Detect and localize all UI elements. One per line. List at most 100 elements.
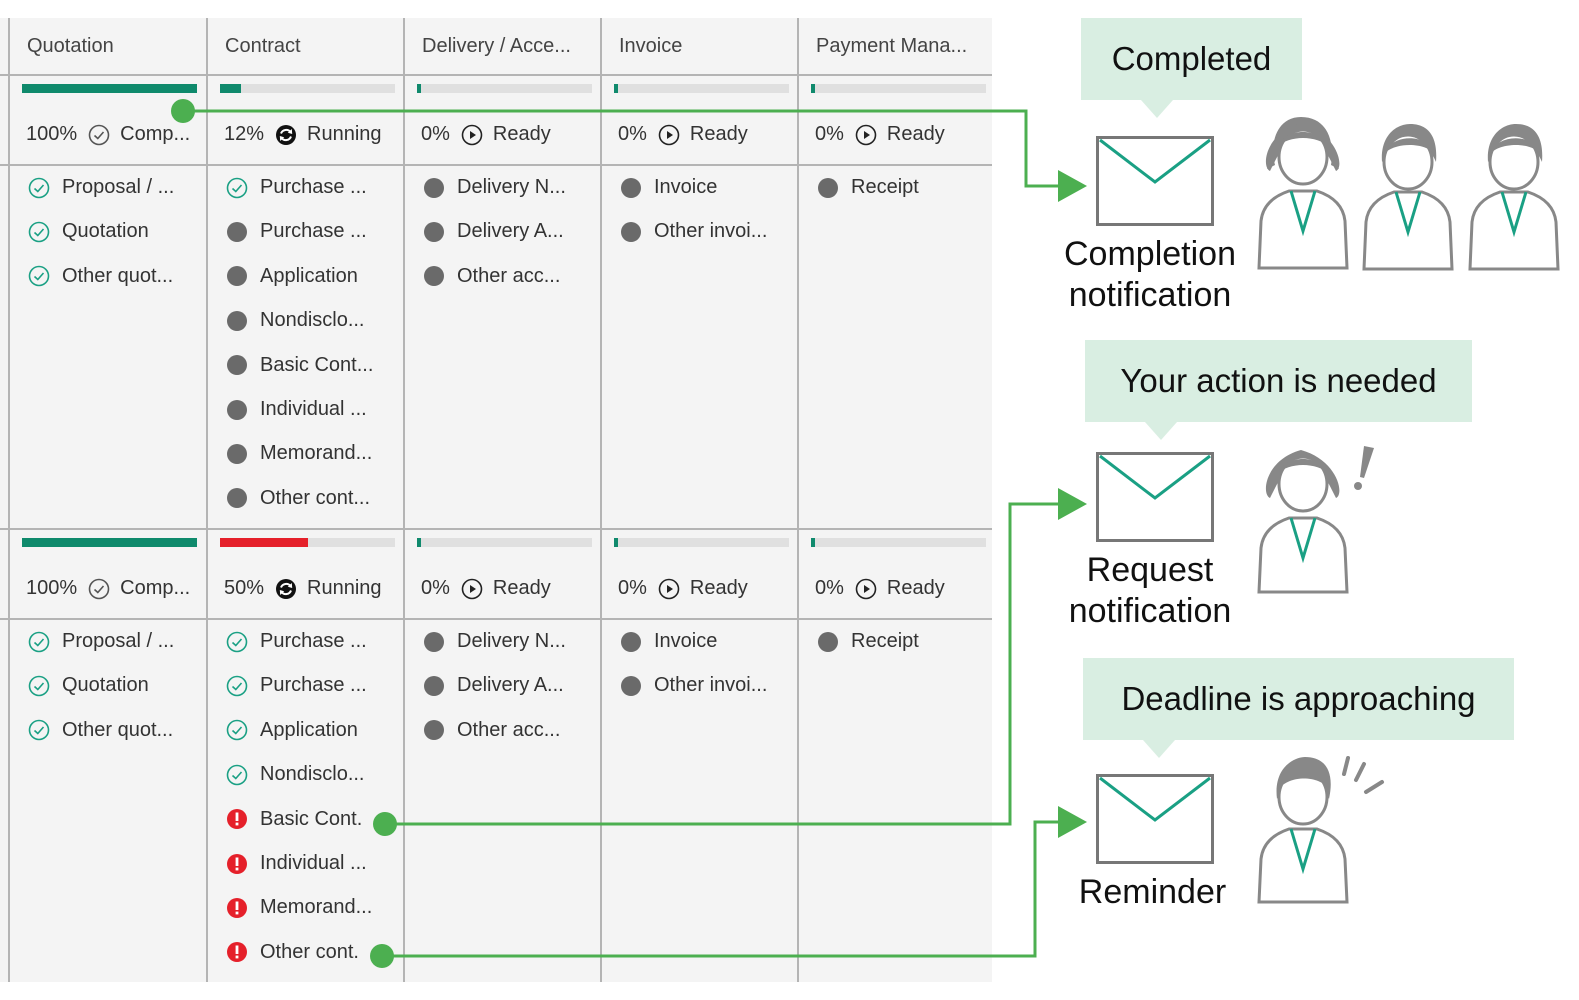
document-item[interactable]: Basic Cont.: [226, 808, 362, 831]
document-item[interactable]: Purchase ...: [226, 630, 367, 653]
progress-bar-fill: [614, 538, 618, 547]
stage-status[interactable]: 50%Running: [224, 577, 382, 600]
stage-percent: 100%: [26, 577, 78, 599]
stage-percent: 0%: [815, 123, 844, 145]
document-item[interactable]: Nondisclo...: [226, 309, 365, 332]
document-label: Purchase ...: [260, 176, 367, 198]
stage-percent: 0%: [421, 577, 450, 599]
document-item[interactable]: Other cont.: [226, 941, 359, 964]
document-item[interactable]: Other acc...: [423, 719, 560, 742]
done-check-icon: [28, 631, 50, 653]
document-item[interactable]: Quotation: [28, 220, 149, 243]
column-header[interactable]: Quotation: [27, 35, 114, 57]
stage-status-label: Ready: [886, 123, 945, 145]
document-item[interactable]: Invoice: [620, 630, 717, 653]
column-header[interactable]: Delivery / Acce...: [422, 35, 571, 57]
progress-bar: [614, 84, 789, 93]
play-circle-icon: [855, 578, 877, 600]
alert-icon: [226, 941, 248, 963]
progress-bar-fill: [811, 84, 815, 93]
document-item[interactable]: Receipt: [817, 630, 919, 653]
document-label: Delivery A...: [457, 674, 564, 697]
pending-dot-icon: [226, 487, 248, 509]
arrow-head: [1058, 806, 1087, 838]
running-icon: [275, 124, 297, 146]
column-divider: [797, 18, 799, 982]
document-item[interactable]: Basic Cont...: [226, 354, 373, 377]
alert-lines-icon: [1340, 754, 1388, 807]
document-label: Nondisclo...: [260, 763, 365, 786]
document-item[interactable]: Memorand...: [226, 896, 372, 919]
document-item[interactable]: Individual ...: [226, 398, 367, 421]
document-label: Proposal / ...: [62, 630, 175, 652]
document-item[interactable]: Invoice: [620, 176, 717, 199]
stage-status[interactable]: 0% Ready: [421, 577, 551, 600]
document-item[interactable]: Purchase ...: [226, 176, 367, 199]
document-item[interactable]: Proposal / ...: [28, 176, 174, 199]
reminder-caption: Reminder: [1078, 873, 1227, 911]
stage-percent: 0%: [618, 123, 647, 145]
progress-bar-fill: [811, 538, 815, 547]
envelope-icon: [1096, 136, 1214, 231]
pending-dot-icon: [423, 177, 445, 199]
document-label: Individual ...: [260, 852, 367, 874]
pending-dot-icon: [226, 310, 248, 332]
column-header[interactable]: Invoice: [619, 35, 683, 57]
document-item[interactable]: Delivery N...: [423, 630, 566, 653]
stage-status[interactable]: 0%Ready: [618, 577, 748, 600]
pending-dot-icon: [226, 399, 248, 421]
document-label: Other cont...: [260, 486, 371, 509]
done-check-icon: [226, 764, 248, 786]
stage-status[interactable]: 100%Comp...: [26, 577, 190, 600]
play-circle-icon: [855, 124, 877, 146]
document-item[interactable]: Nondisclo...: [226, 763, 365, 786]
document-item[interactable]: Delivery A...: [423, 220, 564, 243]
document-item[interactable]: Application: [226, 719, 358, 742]
stage-percent: 50%: [224, 577, 265, 599]
stage-status[interactable]: 0%Ready: [421, 123, 551, 146]
document-item[interactable]: Proposal / ...: [28, 630, 174, 653]
document-item[interactable]: Purchase ...: [226, 220, 367, 243]
pending-dot-icon: [423, 675, 445, 697]
document-label: Basic Cont.: [260, 807, 363, 830]
document-item[interactable]: Memorand...: [226, 442, 372, 465]
document-item[interactable]: Other quot...: [28, 265, 173, 288]
envelope-icon: [1096, 452, 1214, 547]
column-header[interactable]: Contract: [225, 35, 301, 57]
stage-status[interactable]: 0%Ready: [618, 123, 748, 146]
document-item[interactable]: Quotation: [28, 674, 149, 697]
document-item[interactable]: Other quot...: [28, 719, 173, 742]
progress-bar: [811, 84, 986, 93]
document-item[interactable]: Other invoi...: [620, 674, 767, 697]
document-label: Basic Cont...: [260, 353, 374, 376]
row-divider: [0, 528, 992, 530]
stage-status[interactable]: 100%Comp...: [26, 123, 190, 146]
document-item[interactable]: Purchase ...: [226, 674, 367, 697]
document-item[interactable]: Delivery A...: [423, 674, 564, 697]
document-item[interactable]: Other cont...: [226, 487, 370, 510]
stage-status[interactable]: 12%Running: [224, 123, 382, 146]
stage-status[interactable]: 0%Ready: [815, 577, 945, 600]
done-check-icon: [28, 719, 50, 741]
stage-status[interactable]: 0% Ready: [815, 123, 945, 146]
document-item[interactable]: Other acc...: [423, 265, 560, 288]
progress-bar: [417, 84, 592, 93]
document-label: Memorand...: [260, 896, 373, 919]
document-item[interactable]: Receipt: [817, 176, 919, 199]
play-circle-icon: [461, 124, 483, 146]
document-item[interactable]: Application: [226, 265, 358, 288]
document-item[interactable]: Delivery N...: [423, 176, 566, 199]
completion-notification-caption: Completion notification: [1064, 235, 1236, 314]
done-check-icon: [28, 177, 50, 199]
stage-status-label: Ready: [492, 123, 551, 145]
arrow-head: [1058, 488, 1087, 520]
column-header[interactable]: Payment Mana...: [816, 35, 968, 57]
document-item[interactable]: Individual ...: [226, 852, 367, 875]
document-item[interactable]: Other invoi...: [620, 220, 767, 243]
done-check-icon: [226, 177, 248, 199]
document-label: Purchase ...: [260, 630, 367, 652]
stage-status-label: Ready: [492, 577, 551, 599]
row-divider: [0, 74, 992, 76]
document-label: Other acc...: [457, 718, 561, 741]
pending-dot-icon: [817, 177, 839, 199]
